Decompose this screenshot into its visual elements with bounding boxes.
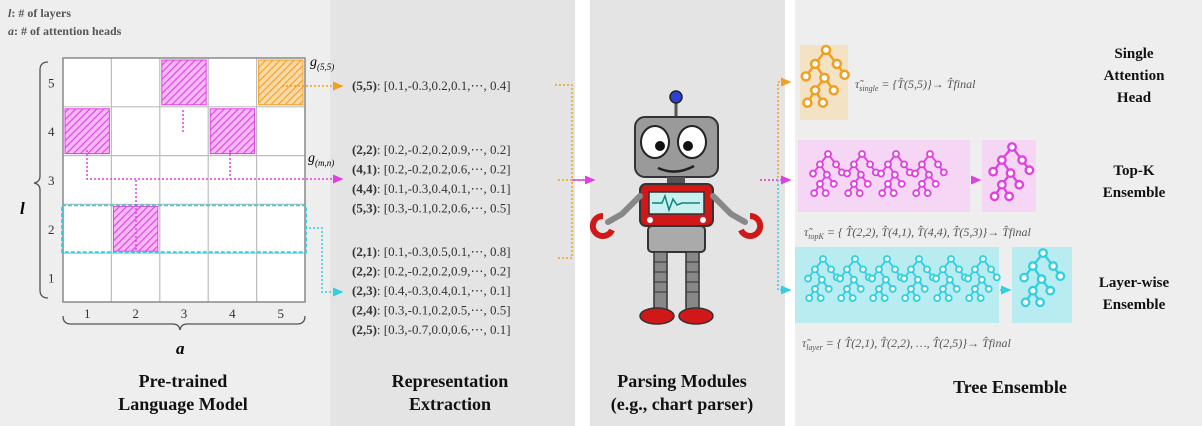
layerwise-row-outline [61, 204, 307, 254]
layer-tick-label: 1 [48, 271, 55, 286]
vector-entry: (2,1): [0.1,-0.3,0.5,0.1,⋯, 0.8] [352, 244, 511, 259]
vector-value: : [0.2,-0.2,0.2,0.9,⋯, 0.2] [377, 264, 511, 279]
vector-key: (2,3) [352, 283, 377, 298]
legend-a-var: a [8, 24, 14, 38]
tree-panel [795, 0, 1202, 426]
vector-key: (2,5) [352, 322, 377, 337]
vector-entry: (5,3): [0.3,-0.1,0.2,0.6,⋯, 0.5] [352, 201, 511, 216]
parse-title-line2: (e.g., chart parser) [611, 394, 753, 415]
rep-title-line1: Representation [392, 371, 509, 391]
topk-connector [86, 150, 344, 184]
topk-formula: τ̃topK = { T̂(2,2), T̂(4,1), T̂(4,4), T̂… [804, 225, 1032, 241]
vector-value: : [0.3,-0.1,0.2,0.6,⋯, 0.5] [377, 201, 511, 216]
g-topk-label: g(m,n) [308, 151, 334, 168]
head-tick-label: 5 [278, 306, 285, 321]
vector-key: (2,2) [352, 264, 377, 279]
single-title-line3: Head [1117, 90, 1152, 106]
legend: l: # of layers a: # of attention heads [8, 6, 122, 38]
layerwise-connector [305, 227, 344, 297]
vector-entry: (4,4): [0.1,-0.3,0.4,0.1,⋯, 0.1] [352, 181, 511, 196]
vector-entry: (2,3): [0.4,-0.3,0.4,0.1,⋯, 0.1] [352, 283, 511, 298]
vector-key: (2,2) [352, 142, 377, 157]
vector-value: : [0.1,-0.3,0.4,0.1,⋯, 0.1] [377, 181, 511, 196]
head-brace [62, 315, 306, 331]
vector-entry: (2,2): [0.2,-0.2,0.2,0.9,⋯, 0.2] [352, 264, 511, 279]
layer-tick-label: 3 [48, 173, 55, 188]
vector-value: : [0.2,-0.2,0.2,0.9,⋯, 0.2] [377, 142, 511, 157]
vector-key: (2,4) [352, 303, 377, 318]
vector-value: : [0.3,-0.7,0.0,0.6,⋯, 0.1] [377, 322, 511, 337]
vector-key: (5,3) [352, 201, 377, 216]
parse-title-line1: Parsing Modules [617, 371, 747, 391]
layer-tick-label: 5 [48, 75, 55, 90]
legend-a-text: : # of attention heads [14, 24, 122, 38]
vector-key: (5,5) [352, 78, 377, 93]
layer-axis-label: l [20, 199, 25, 218]
vector-key: (4,4) [352, 181, 377, 196]
vector-value: : [0.1,-0.3,0.2,0.1,⋯, 0.4] [377, 78, 511, 93]
rep-title-line2: Extraction [409, 394, 491, 414]
g-single-label: g(5,5) [310, 55, 334, 72]
layer-final-bg [1012, 247, 1072, 323]
extraction-panel [330, 0, 575, 426]
vector-entry: (5,5): [0.1,-0.3,0.2,0.1,⋯, 0.4] [352, 78, 511, 93]
plm-title-line1: Pre-trained [139, 371, 228, 391]
topk-branches [135, 110, 231, 250]
layer-tick-label: 4 [48, 124, 55, 139]
layer-title-line2: Ensemble [1103, 297, 1166, 313]
vector-value: : [0.3,-0.1,0.2,0.5,⋯, 0.5] [377, 303, 511, 318]
layer-tick-label: 2 [48, 222, 55, 237]
topk-title-line2: Ensemble [1103, 185, 1166, 201]
vector-value: : [0.1,-0.3,0.5,0.1,⋯, 0.8] [377, 244, 511, 259]
single-title-line2: Attention [1104, 68, 1165, 84]
layer-brace [33, 61, 49, 299]
svg-text:a: # of attention heads: a: # of attention heads [8, 24, 122, 38]
topk-title-line1: Top-K [1113, 163, 1154, 179]
to-parser-lines [555, 84, 585, 259]
svg-text:l: # of layers: l: # of layers [8, 6, 71, 20]
head-tick-label: 3 [181, 306, 188, 321]
robot-parser-icon [589, 90, 764, 325]
highlight-cell-5-5 [258, 59, 304, 106]
head-tick-label: 2 [132, 306, 139, 321]
vector-entry: (4,1): [0.2,-0.2,0.2,0.6,⋯, 0.2] [352, 162, 511, 177]
layer-formula: τ̃layer = { T̂(2,1), T̂(2,2), …, T̂(2,5)… [802, 336, 1011, 352]
head-tick-label: 4 [229, 306, 236, 321]
attention-grid: 1 2 3 4 5 1 2 3 4 5 [48, 57, 307, 321]
to-layer-ensemble [777, 180, 792, 295]
tree-ensemble-title: Tree Ensemble [953, 377, 1067, 397]
single-formula: τ̃single = {T̂(5,5)}→ T̂final [855, 77, 976, 93]
legend-l-var: l [8, 6, 12, 20]
vector-value: : [0.2,-0.2,0.2,0.6,⋯, 0.2] [377, 162, 511, 177]
vector-entry: (2,2): [0.2,-0.2,0.2,0.9,⋯, 0.2] [352, 142, 511, 157]
vector-lists: (5,5): [0.1,-0.3,0.2,0.1,⋯, 0.4](2,2): [… [352, 78, 511, 337]
vector-value: : [0.4,-0.3,0.4,0.1,⋯, 0.1] [377, 283, 511, 298]
highlight-cell-4-4 [209, 108, 256, 155]
single-title-line1: Single [1114, 46, 1154, 62]
layer-title-line1: Layer-wise [1099, 275, 1170, 291]
plm-title-line2: Language Model [118, 394, 248, 414]
legend-l-text: : # of layers [11, 6, 71, 20]
grid-border [62, 57, 306, 303]
vector-key: (2,1) [352, 244, 377, 259]
highlight-cell-5-3 [161, 59, 207, 106]
head-tick-label: 1 [84, 306, 91, 321]
head-axis-label: a [176, 339, 185, 358]
vector-key: (4,1) [352, 162, 377, 177]
vector-entry: (2,4): [0.3,-0.1,0.2,0.5,⋯, 0.5] [352, 303, 511, 318]
vector-entry: (2,5): [0.3,-0.7,0.0,0.6,⋯, 0.1] [352, 322, 511, 337]
highlight-cell-4-1 [64, 108, 110, 155]
